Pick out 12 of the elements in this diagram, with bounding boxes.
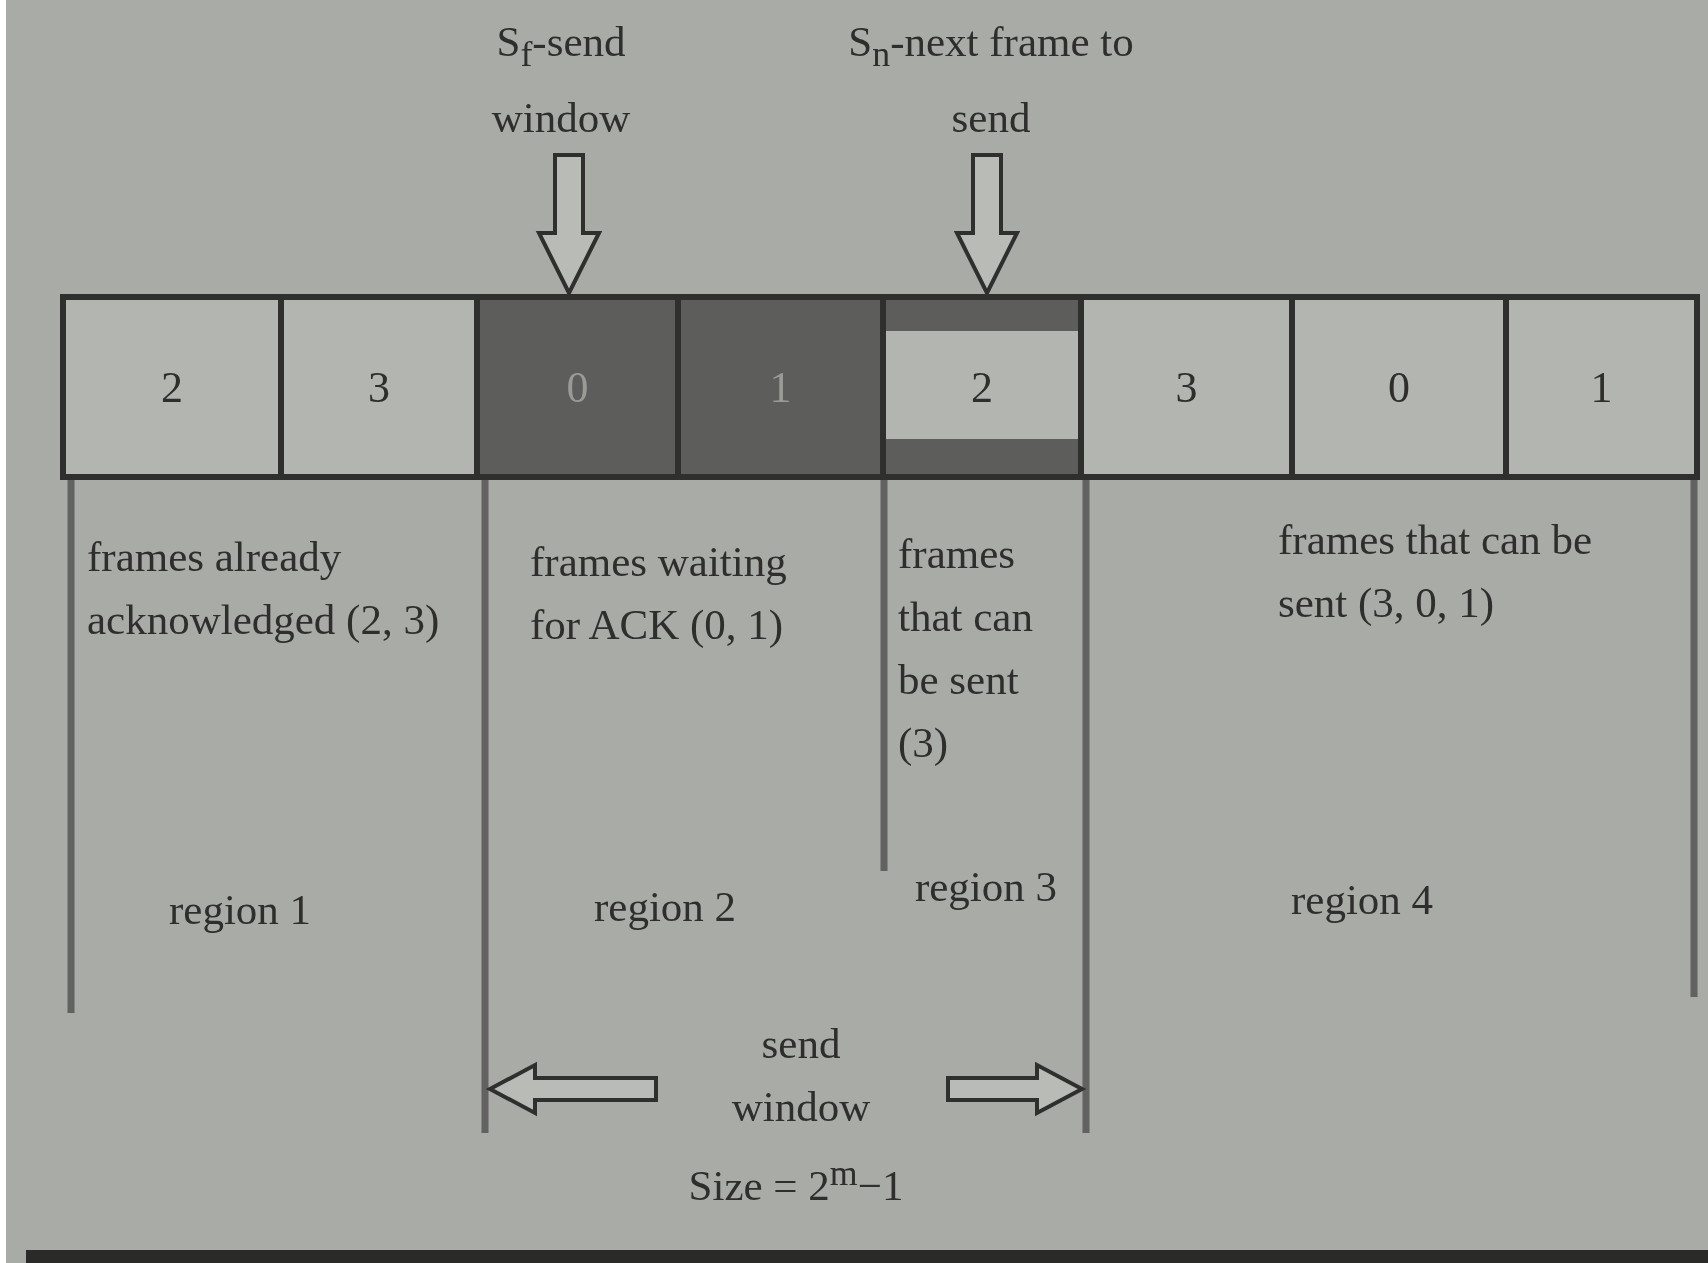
region-description: frames waiting for ACK (0, 1) xyxy=(530,537,788,650)
region-name: region 3 xyxy=(913,862,1059,912)
region-name: region 1 xyxy=(169,885,313,935)
region-name: region 4 xyxy=(1291,875,1435,925)
region-description: frames that can be sent (3) xyxy=(898,529,1034,768)
pointer-label: S$_{n}$-next frame to send xyxy=(806,10,1176,149)
dimension-label: send window xyxy=(730,1019,872,1132)
region-name: region 2 xyxy=(594,882,738,932)
dimension-label: Size = 2$^{m}$−1 xyxy=(687,1152,905,1212)
region-description: frames that can be sent (3, 0, 1) xyxy=(1278,515,1593,628)
region-description: frames already acknowledged (2, 3) xyxy=(87,532,441,645)
pointer-label: S$_{f}$-send window xyxy=(446,10,676,149)
